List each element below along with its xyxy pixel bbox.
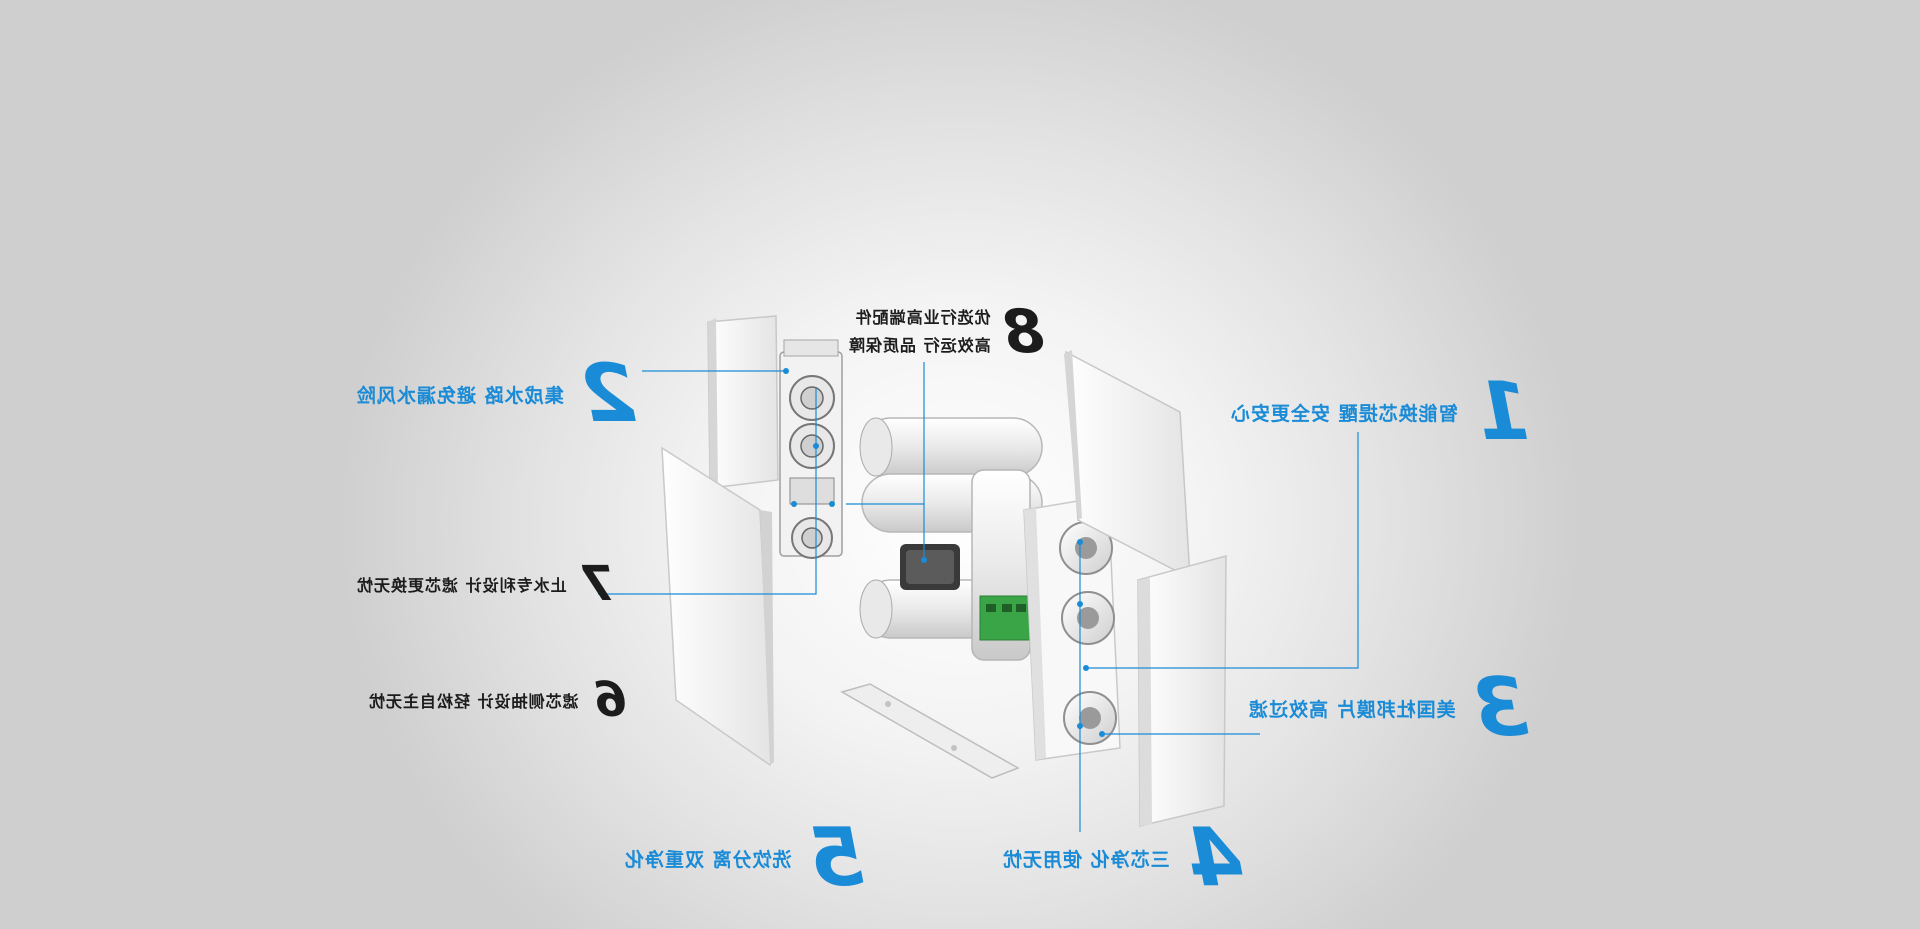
feature-6-number: 6	[593, 672, 628, 728]
feature-4-text: 三芯净化 使用无忧	[1002, 848, 1170, 871]
feature-7-number: 7	[581, 556, 616, 612]
feature-7: 7 止水专利设计 滤芯更换无忧	[356, 556, 615, 612]
feature-4: 4 三芯净化 使用无忧	[1002, 811, 1242, 904]
feature-1-number: 1	[1474, 365, 1531, 458]
feature-3-number: 3	[1472, 661, 1529, 754]
feature-4-number: 4	[1186, 811, 1243, 904]
water-manifold	[779, 339, 843, 559]
left-front-panel	[661, 446, 774, 767]
bottom-plate	[840, 683, 1020, 779]
filter-cartridges	[859, 417, 1043, 661]
feature-8-text-block: 优选行业高端配件 高效运行 品质保障	[848, 304, 991, 360]
feature-2-text: 集成水路 避免漏水风险	[356, 384, 564, 407]
feature-5: 5 洗饮分离 双重净化	[624, 811, 864, 904]
feature-5-number: 5	[808, 811, 865, 904]
feature-7-text: 止水专利设计 滤芯更换无忧	[356, 576, 567, 595]
feature-8-number: 8	[1002, 297, 1045, 367]
feature-6: 6 滤芯侧抽设计 轻松自主无忧	[368, 672, 627, 728]
front-frame	[1023, 495, 1121, 761]
back-left-panel	[707, 315, 779, 489]
feature-8-text-line-2: 高效运行 品质保障	[848, 336, 991, 355]
callout-line-7	[598, 388, 835, 595]
feature-8-text-line-1: 优选行业高端配件	[854, 308, 991, 327]
feature-3-text: 美国杜邦膜片 高效过滤	[1248, 698, 1456, 721]
feature-1-text: 智能换芯提醒 安全更安心	[1230, 402, 1458, 425]
feature-8: 8 优选行业高端配件 高效运行 品质保障	[848, 297, 1045, 367]
callout-line-1	[1083, 432, 1359, 671]
callout-line-8	[846, 362, 927, 563]
right-back-panel	[1064, 350, 1191, 580]
feature-5-text: 洗饮分离 双重净化	[624, 848, 792, 871]
callout-line-4	[1077, 539, 1083, 832]
callout-line-3	[1099, 731, 1260, 737]
callout-line-2	[642, 368, 789, 374]
feature-2: 2 集成水路 避免漏水风险	[356, 347, 636, 440]
feature-6-text: 滤芯侧抽设计 轻松自主无忧	[368, 692, 579, 711]
right-front-cover	[1137, 555, 1227, 827]
feature-1: 1 智能换芯提醒 安全更安心	[1230, 365, 1530, 458]
feature-2-number: 2	[580, 347, 637, 440]
feature-3: 3 美国杜邦膜片 高效过滤	[1248, 661, 1528, 754]
